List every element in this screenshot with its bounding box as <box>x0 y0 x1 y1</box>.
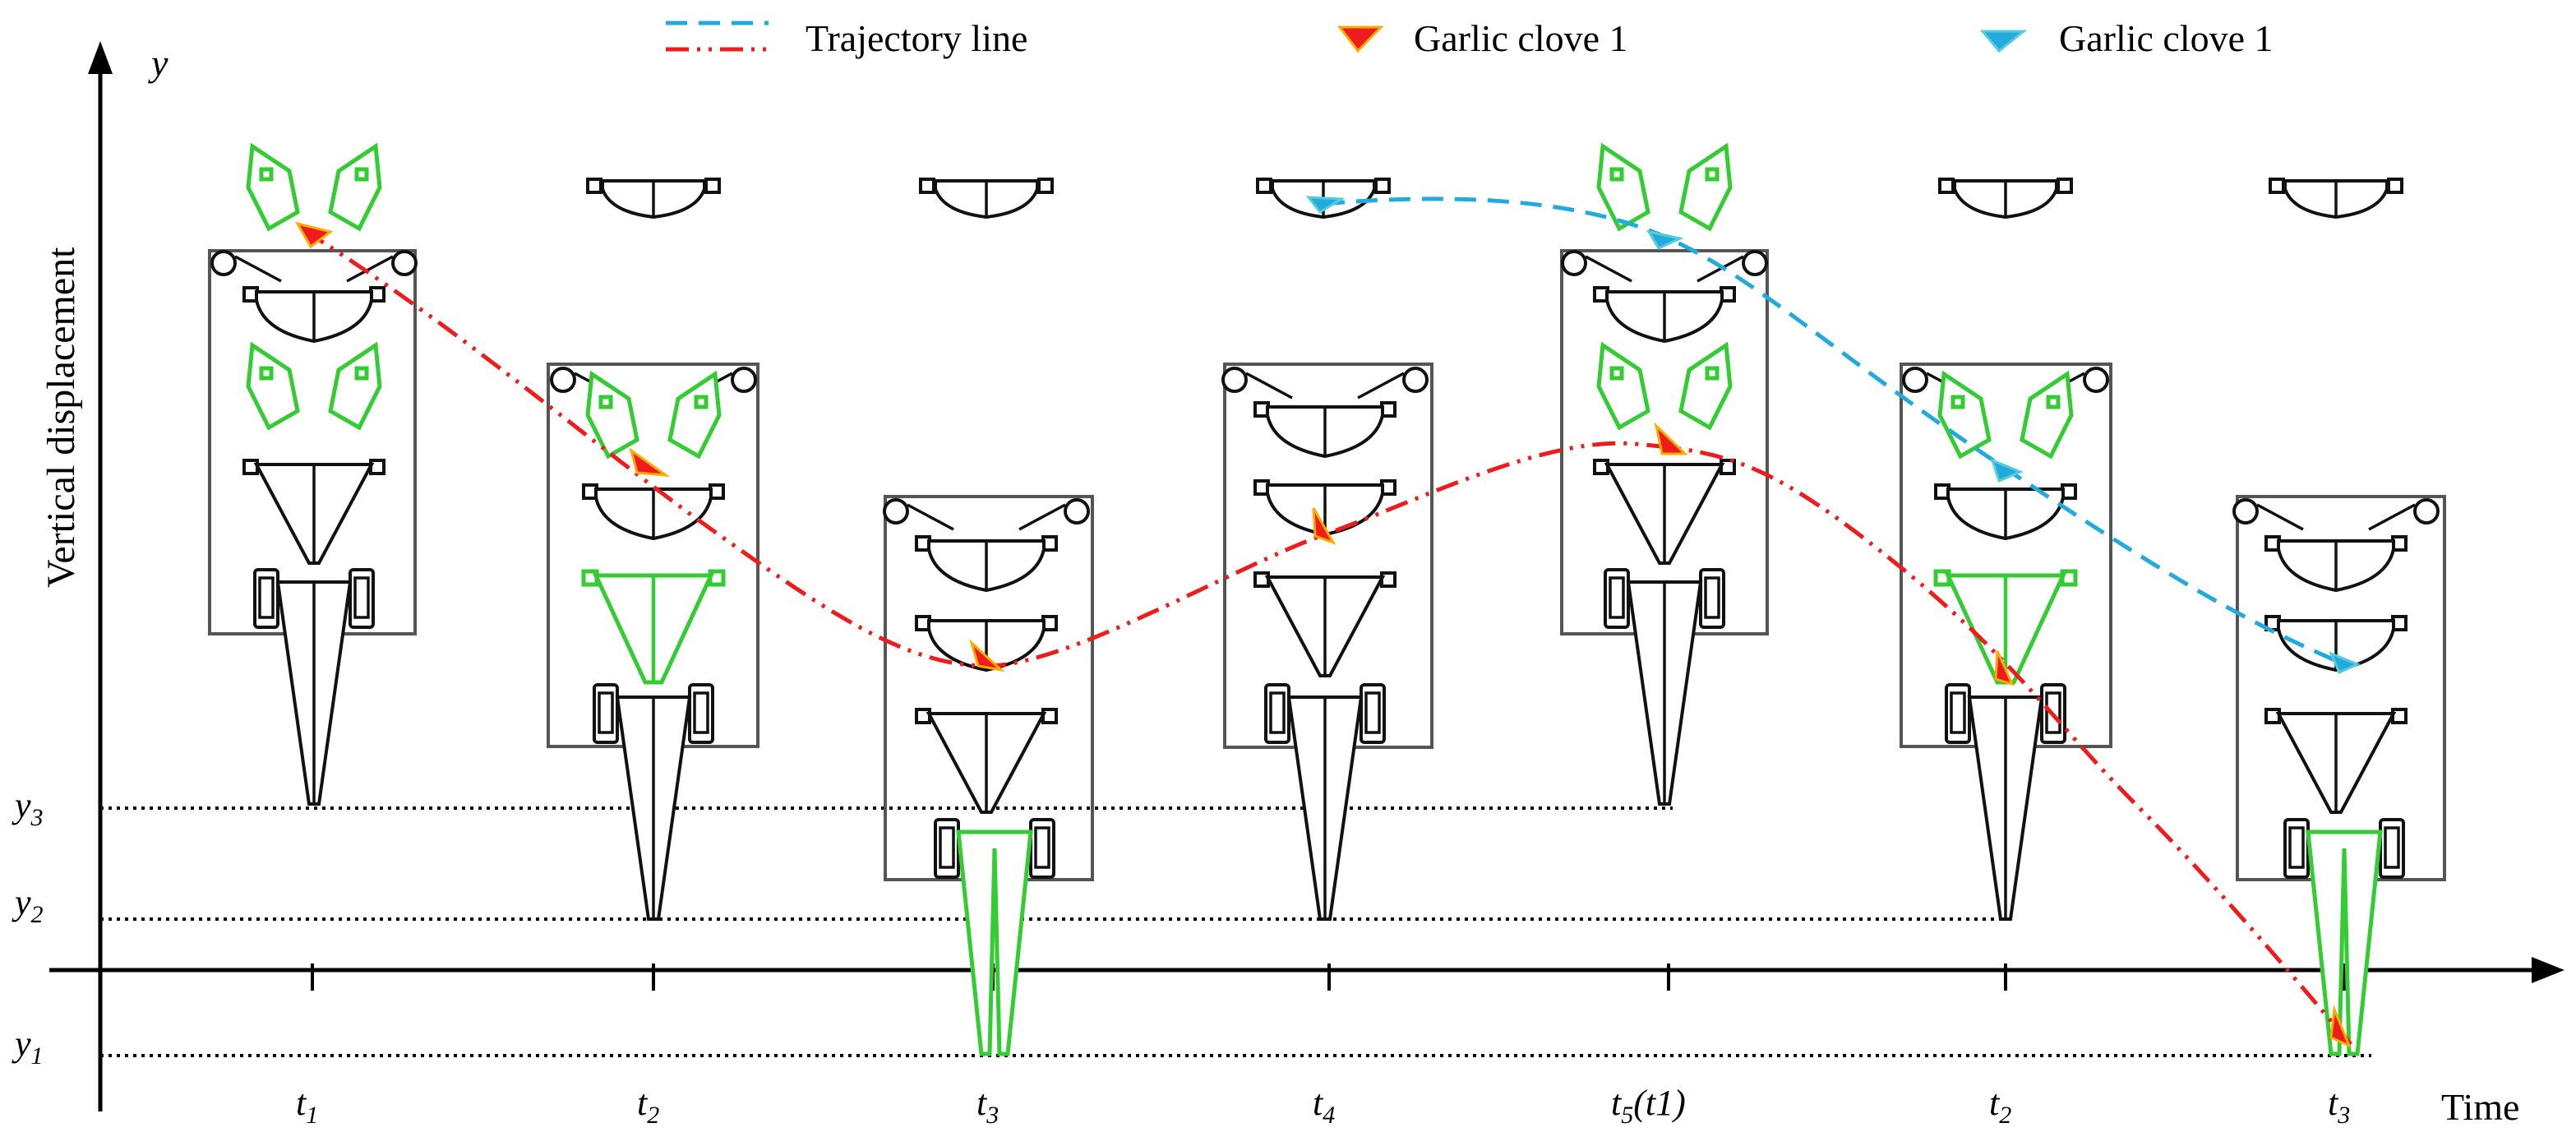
blue-clove-icon <box>1305 196 1346 214</box>
legend-red-clove-icon <box>1336 25 1384 53</box>
red-clove-icon <box>1312 507 1336 545</box>
mechanism-stage-1 <box>208 146 418 806</box>
blue-clove-icon <box>1646 229 1684 250</box>
red-trajectory-line <box>302 228 2352 1046</box>
t5-label: t5(t1) <box>1611 1083 1686 1129</box>
red-clove-icon <box>629 447 671 477</box>
time-ticks: t1 t2 t3 t4 t5(t1) t2 t3 <box>296 963 2350 1129</box>
y1-label: y1 <box>12 1024 44 1070</box>
y-axis-title: Vertical displacement <box>39 247 83 588</box>
legend: Trajectory line Garlic clove 1 Garlic cl… <box>666 17 2274 59</box>
red-clove-icon <box>969 639 1005 672</box>
legend-blue-clove-icon <box>1979 30 2028 53</box>
blue-trajectory-line <box>1323 196 2345 667</box>
reference-levels: y3 y2 y1 <box>12 785 2371 1070</box>
mechanism-stage-6 <box>1900 178 2112 921</box>
t3-label: t3 <box>976 1083 999 1129</box>
mechanism-stage-5 <box>1560 146 1769 806</box>
mechanism-stage-2 <box>547 178 759 921</box>
red-clove-markers <box>294 221 2352 1048</box>
legend-red-clove-label: Garlic clove 1 <box>1414 17 1628 59</box>
t2-label: t2 <box>637 1083 659 1129</box>
x-axis-title: Time <box>2441 1086 2519 1128</box>
y3-label: y3 <box>12 785 44 831</box>
y-axis-arrowhead-icon <box>88 41 113 74</box>
blue-clove-icon <box>1990 458 2024 483</box>
mechanism-stage-4 <box>1221 178 1433 921</box>
t2b-label: t2 <box>1989 1083 2011 1129</box>
x-axis-arrowhead-icon <box>2532 957 2564 983</box>
red-clove-icon <box>294 221 334 249</box>
t4-label: t4 <box>1313 1083 1335 1129</box>
axes: y Vertical displacement Time <box>39 41 2564 1128</box>
t1-label: t1 <box>296 1083 318 1129</box>
y2-label: y2 <box>12 882 44 928</box>
red-clove-icon <box>1654 422 1688 455</box>
t3b-label: t3 <box>2328 1083 2350 1129</box>
red-clove-icon <box>1994 650 2015 686</box>
red-clove-icon <box>2329 1005 2352 1048</box>
legend-blue-clove-label: Garlic clove 1 <box>2059 17 2274 59</box>
blue-clove-markers <box>1305 196 2361 674</box>
mechanism-stage-3 <box>883 178 1094 1054</box>
legend-trajectory-label: Trajectory line <box>806 17 1027 59</box>
blue-clove-icon <box>2329 651 2361 674</box>
mechanism-stage-7 <box>2232 178 2446 1054</box>
y-axis-symbol: y <box>148 42 169 84</box>
